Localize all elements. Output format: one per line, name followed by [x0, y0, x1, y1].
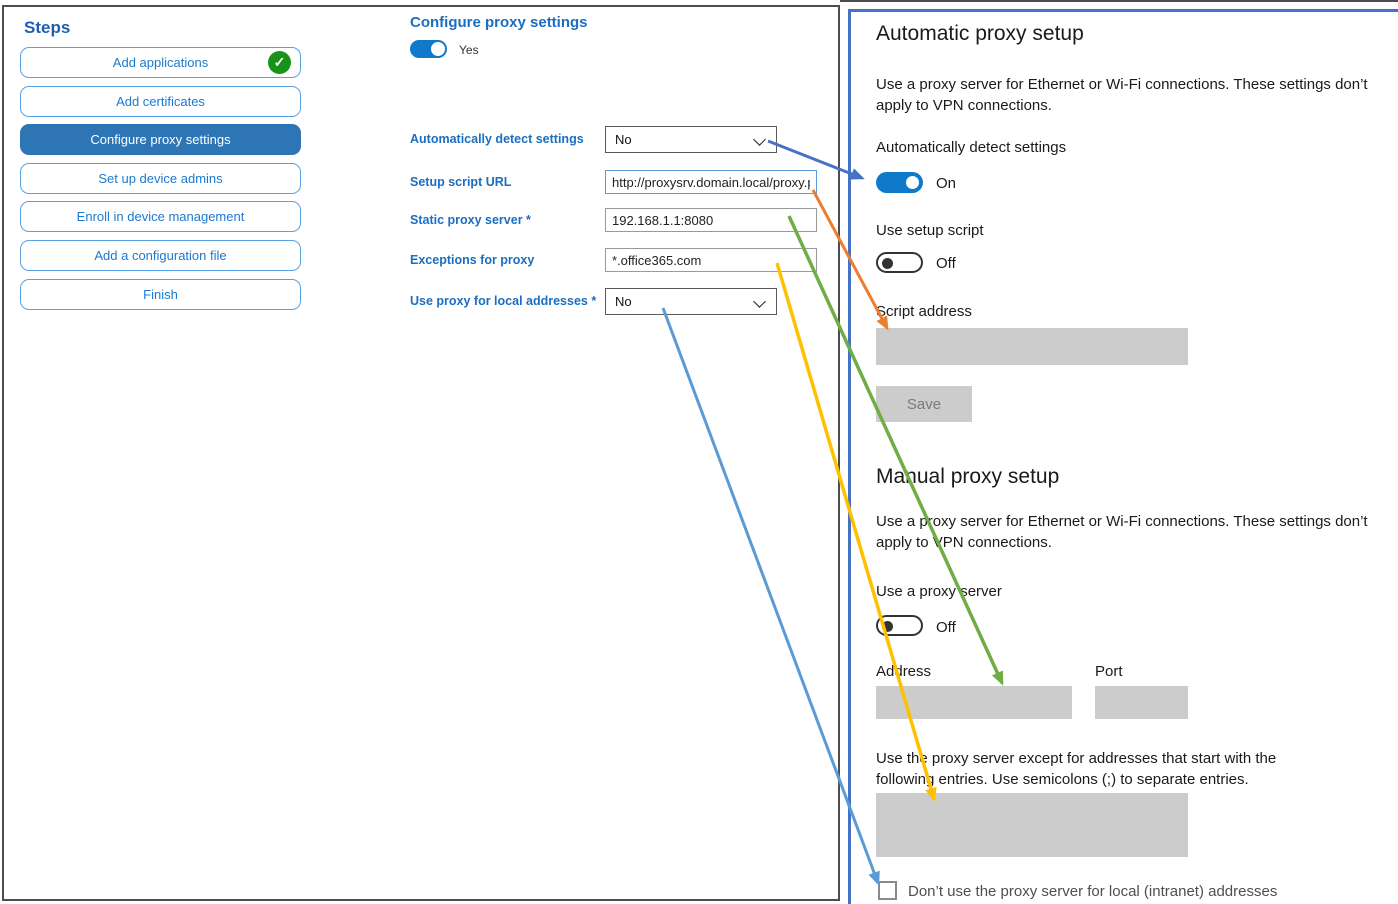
label-static-proxy-server: Static proxy server *	[410, 213, 531, 227]
manual-proxy-description: Use a proxy server for Ethernet or Wi-Fi…	[876, 513, 1368, 551]
figure-top-border	[840, 0, 1398, 2]
step-add-a-configuration-file[interactable]: Add a configuration file	[20, 240, 301, 271]
step-label: Add a configuration file	[94, 248, 227, 263]
exceptions-for-proxy-input[interactable]	[605, 248, 817, 272]
manual-proxy-setup-heading: Manual proxy setup	[876, 465, 1060, 488]
toggle-knob	[431, 42, 445, 56]
setup-script-url-input[interactable]	[605, 170, 817, 194]
step-add-applications[interactable]: Add applications ✓	[20, 47, 301, 78]
automatic-proxy-description: Use a proxy server for Ethernet or Wi-Fi…	[876, 76, 1368, 114]
static-proxy-server-input[interactable]	[605, 208, 817, 232]
use-setup-script-toggle[interactable]	[876, 252, 923, 273]
step-label: Add applications	[112, 55, 209, 70]
automatic-proxy-setup-heading: Automatic proxy setup	[876, 22, 1084, 45]
proxy-exceptions-description: Use the proxy server except for addresse…	[876, 750, 1277, 788]
step-label: Enroll in device management	[76, 209, 245, 224]
step-label: Configure proxy settings	[90, 132, 231, 147]
configure-proxy-toggle[interactable]	[410, 40, 447, 58]
toggle-knob	[906, 176, 919, 189]
label-automatically-detect-settings: Automatically detect settings	[410, 132, 584, 146]
proxy-address-input[interactable]	[876, 686, 1072, 719]
dropdown-value: No	[615, 132, 632, 147]
steps-title: Steps	[24, 18, 71, 37]
step-finish[interactable]: Finish	[20, 279, 301, 310]
step-label: Set up device admins	[98, 171, 223, 186]
label-use-proxy-for-local-addresses: Use proxy for local addresses *	[410, 294, 597, 308]
label-address: Address	[876, 663, 932, 680]
step-add-certificates[interactable]: Add certificates	[20, 86, 301, 117]
proxy-exceptions-textarea[interactable]	[876, 793, 1188, 857]
proxy-port-input[interactable]	[1095, 686, 1188, 719]
chevron-down-icon	[753, 295, 766, 308]
step-configure-proxy-settings[interactable]: Configure proxy settings	[20, 124, 301, 155]
step-label: Add certificates	[116, 94, 205, 109]
label-use-a-proxy-server: Use a proxy server	[876, 583, 1002, 600]
label-script-address: Script address	[876, 303, 972, 320]
step-label: Finish	[143, 287, 178, 302]
label-use-setup-script: Use setup script	[876, 222, 984, 239]
configure-proxy-settings-title: Configure proxy settings	[410, 14, 588, 31]
completed-check-icon: ✓	[268, 51, 291, 74]
step-set-up-device-admins[interactable]: Set up device admins	[20, 163, 301, 194]
automatically-detect-settings-toggle[interactable]	[876, 172, 923, 193]
script-address-input[interactable]	[876, 328, 1188, 365]
configure-proxy-toggle-state: Yes	[459, 43, 479, 57]
step-enroll-in-device-management[interactable]: Enroll in device management	[20, 201, 301, 232]
toggle-knob	[882, 257, 893, 269]
save-button[interactable]: Save	[876, 386, 972, 422]
label-setup-script-url: Setup script URL	[410, 175, 512, 189]
dont-use-proxy-for-local-checkbox[interactable]	[878, 881, 897, 900]
windows-proxy-settings-panel: Automatic proxy setup Use a proxy server…	[848, 9, 1398, 904]
chevron-down-icon	[753, 133, 766, 146]
label-automatically-detect-settings: Automatically detect settings	[876, 139, 1067, 156]
dont-use-proxy-for-local-label: Don’t use the proxy server for local (in…	[908, 883, 1278, 900]
use-a-proxy-server-toggle[interactable]	[876, 615, 923, 636]
label-port: Port	[1095, 663, 1123, 680]
proxy-toggle-state: Off	[936, 619, 956, 636]
detect-toggle-state: On	[936, 175, 957, 192]
script-toggle-state: Off	[936, 255, 956, 272]
label-exceptions-for-proxy: Exceptions for proxy	[410, 253, 535, 267]
dropdown-value: No	[615, 294, 632, 309]
dropdown-automatically-detect-settings[interactable]: No	[605, 126, 777, 153]
dropdown-use-proxy-for-local-addresses[interactable]: No	[605, 288, 777, 315]
toggle-knob	[882, 620, 893, 632]
